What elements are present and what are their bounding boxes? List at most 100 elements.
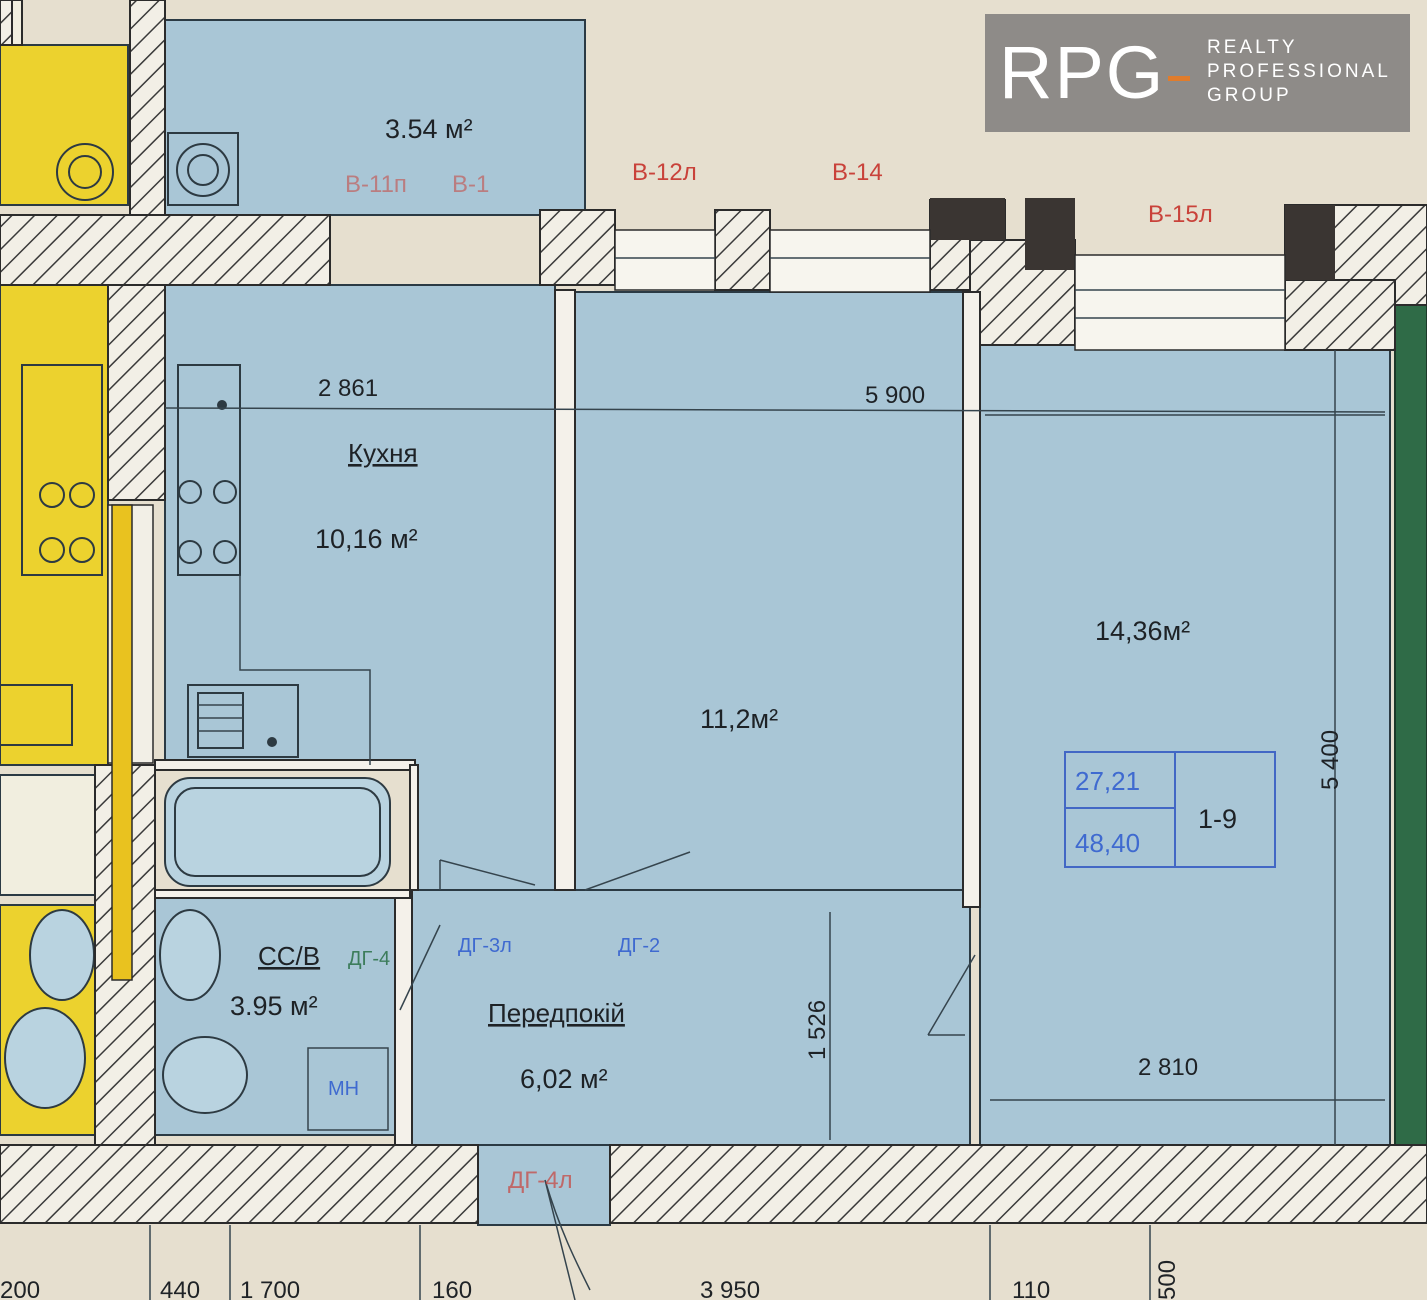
bottom-dim: 160	[432, 1277, 472, 1300]
hallway-area	[409, 889, 971, 1146]
wall	[1284, 279, 1396, 351]
bathtub-icon	[164, 777, 391, 887]
wall	[539, 209, 616, 286]
logo-mark: RPG	[999, 31, 1166, 114]
bathroom-area-label: 3.95 м²	[230, 991, 318, 1021]
hallway-name: Передпокій	[488, 998, 625, 1028]
room-length-dim: 5 900	[865, 382, 925, 409]
hallway-area-label: 6,02 м²	[520, 1064, 608, 1094]
neighbour-sink	[0, 684, 73, 746]
balcony-area	[164, 19, 586, 216]
window-label-v14: В-14	[832, 159, 883, 186]
kitchen-sink-basin	[197, 692, 244, 749]
stove-burner-icon	[213, 480, 237, 504]
neighbour-green-unit	[1394, 304, 1427, 1146]
neighbour-boiler-inner-icon	[68, 155, 102, 189]
neighbour-unit-top	[0, 44, 129, 206]
column	[1285, 205, 1335, 280]
bathroom-name: СС/В	[258, 941, 320, 971]
neighbour-bath-tub	[0, 774, 96, 896]
wall	[129, 0, 166, 216]
apartment-stamp	[1064, 751, 1276, 868]
bath-mark: МН	[328, 1078, 359, 1100]
partition	[409, 764, 419, 891]
bottom-dim: 200	[0, 1277, 40, 1300]
window-opening	[614, 229, 716, 291]
tap-icon	[267, 737, 277, 747]
wall	[107, 284, 166, 501]
bottom-dim: 110	[1012, 1277, 1050, 1300]
window-opening	[769, 229, 931, 293]
stove-burner-icon	[178, 480, 202, 504]
bottom-dim: 1 700	[240, 1277, 300, 1300]
kitchen-width-dim: 2 861	[318, 375, 378, 402]
window-label-v11p: В-11п	[345, 171, 407, 198]
stove-burner-icon	[178, 540, 202, 564]
partition	[154, 759, 416, 771]
kitchen-sink-icon	[187, 684, 299, 758]
washing-machine-icon	[307, 1047, 389, 1131]
wall	[609, 1144, 1427, 1224]
middle-room-area	[574, 291, 971, 891]
washbasin-icon	[159, 909, 221, 1001]
partition	[554, 289, 576, 891]
neighbour-wall-strip-yellow	[111, 504, 133, 981]
kitchen-door-icon	[439, 859, 536, 890]
door-label-dg3l: ДГ-3л	[458, 935, 512, 957]
toilet-icon	[162, 1036, 248, 1114]
total-area-value: 48,40	[1075, 828, 1140, 858]
living-area-value: 27,21	[1075, 766, 1140, 796]
entry-door-icon	[544, 1179, 591, 1300]
neighbour-stove-icon	[39, 482, 65, 508]
door-label-dg4: ДГ-4	[348, 948, 390, 970]
bathtub-inner	[174, 787, 381, 877]
kitchen-counter-outline	[239, 575, 371, 765]
right-room-area	[979, 344, 1391, 1146]
right-room-door-icon	[927, 954, 976, 1036]
neighbour-stove-icon	[39, 537, 65, 563]
partition	[154, 889, 411, 899]
partition	[394, 889, 413, 1146]
boiler-icon	[176, 143, 230, 197]
bottom-dim: 440	[160, 1277, 200, 1300]
company-logo: RPG REALTY PROFESSIONAL GROUP	[985, 14, 1410, 132]
right-room-area-label: 14,36м²	[1095, 616, 1190, 646]
logo-line-realty: REALTY	[1207, 37, 1298, 58]
logo-accent	[1168, 76, 1190, 81]
middle-room-area-label: 11,2м²	[700, 704, 778, 734]
bottom-dim: 500	[1154, 1260, 1181, 1300]
neighbour-unit	[0, 284, 109, 766]
neighbour-counter	[21, 364, 103, 576]
neighbour-stove-icon	[69, 537, 95, 563]
partition	[962, 291, 981, 908]
wall	[0, 1144, 479, 1224]
door-label-dg4l: ДГ-4л	[508, 1167, 573, 1194]
kitchen-counter	[177, 364, 241, 576]
window-label-v15l: В-15л	[1148, 201, 1213, 228]
neighbour-washbasin-icon	[29, 909, 95, 1001]
window-opening	[1074, 254, 1286, 351]
apartment-number: 1-9	[1198, 804, 1237, 834]
boiler-inner-icon	[187, 154, 219, 186]
right-width-dim: 2 810	[1138, 1054, 1198, 1081]
room-door-icon	[584, 851, 691, 891]
boiler-box	[167, 132, 239, 206]
kitchen-area-label: 10,16 м²	[315, 524, 418, 554]
neighbour-toilet-icon	[4, 1007, 86, 1109]
neighbour-stove-icon	[69, 482, 95, 508]
bottom-dim: 3 950	[700, 1277, 760, 1300]
column	[1025, 198, 1075, 270]
wall	[0, 0, 13, 46]
logo-line-group: GROUP	[1207, 85, 1292, 106]
bath-door-icon	[399, 924, 441, 1011]
entry-corridor	[477, 1144, 611, 1226]
window-label-v12l: В-12л	[632, 159, 697, 186]
logo-text: REALTY PROFESSIONAL GROUP	[1207, 36, 1391, 108]
door-label-dg2: ДГ-2	[618, 935, 660, 957]
kitchen-name: Кухня	[348, 438, 418, 468]
window-label-v1: В-1	[452, 171, 489, 198]
right-height-dim: 5 400	[1317, 730, 1344, 790]
column	[930, 198, 1005, 240]
logo-line-professional: PROFESSIONAL	[1207, 61, 1391, 82]
